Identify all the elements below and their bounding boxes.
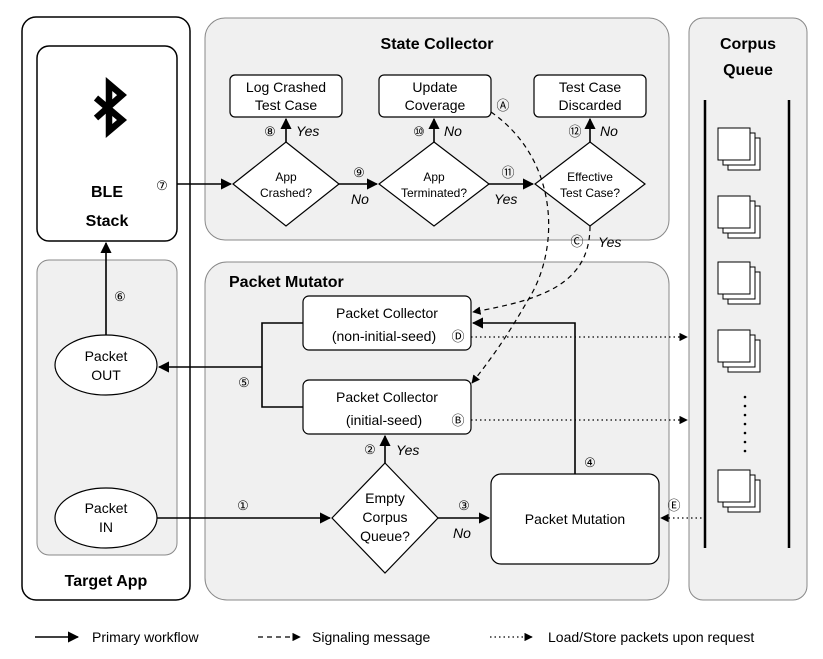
step-11: ⑪ — [501, 165, 514, 180]
packet-in-ellipse — [54, 487, 158, 549]
queue-packet-page — [717, 261, 751, 295]
queue-packet-stack — [717, 469, 761, 513]
legend-load-store-label: Load/Store packets upon request — [548, 629, 754, 645]
log-crashed-line1: Log Crashed — [246, 79, 326, 95]
primary-workflow-edges — [100, 117, 596, 524]
step-4: ④ — [584, 455, 596, 470]
empty-corpus-line1: Empty — [365, 490, 405, 506]
queue-packet-page — [717, 127, 751, 161]
ble-stack-label-line2: Stack — [86, 213, 129, 230]
update-coverage-line2: Coverage — [405, 97, 466, 113]
step-D: Ⓓ — [451, 329, 464, 344]
packet-collector-non-initial-line1: Packet Collector — [336, 305, 438, 321]
packet-collector-initial-line2: (initial-seed) — [346, 412, 422, 428]
legend-signaling-label: Signaling message — [312, 629, 431, 645]
label-C-yes: Yes — [598, 234, 621, 250]
queue-packet-stack — [717, 261, 761, 305]
corpus-queue-panel — [688, 17, 808, 601]
load-store-edges — [471, 332, 706, 523]
update-coverage-line1: Update — [412, 79, 457, 95]
queue-packet-stack — [717, 195, 761, 239]
step-7: ⑦ — [156, 178, 168, 193]
packet-out-ellipse — [54, 334, 158, 396]
test-case-discarded-box — [533, 74, 647, 118]
packet-mutator-title: Packet Mutator — [229, 274, 344, 291]
corpus-queue-title-line1: Corpus — [720, 36, 776, 53]
packet-out-line2: OUT — [91, 367, 121, 383]
step-9: ⑨ — [353, 165, 365, 180]
state-collector-title: State Collector — [381, 36, 494, 53]
label-3-no: No — [453, 525, 471, 541]
effective-test-case-line2: Test Case? — [560, 186, 620, 200]
edge-A-coverage-to-initial — [471, 111, 550, 384]
target-app-inner-panel — [36, 259, 178, 556]
edge-5-bracket — [159, 322, 303, 408]
queue-packet-page — [717, 329, 751, 363]
app-crashed-diamond — [232, 141, 340, 227]
step-5: ⑤ — [238, 375, 250, 390]
step-10: ⑩ — [413, 124, 425, 139]
log-crashed-box — [229, 74, 343, 118]
legend: Primary workflow Signaling message Load/… — [35, 629, 754, 645]
step-3: ③ — [458, 498, 470, 513]
label-9-no: No — [351, 191, 369, 207]
step-1: ① — [237, 498, 249, 513]
step-6: ⑥ — [114, 289, 126, 304]
app-terminated-diamond — [378, 141, 490, 227]
step-8: ⑧ — [264, 124, 276, 139]
app-crashed-line2: Crashed? — [260, 186, 312, 200]
step-B: Ⓑ — [451, 413, 464, 428]
label-8-yes: Yes — [296, 123, 319, 139]
queue-packet-stacks — [717, 127, 761, 513]
step-2: ② — [364, 442, 376, 457]
label-2-yes: Yes — [396, 442, 419, 458]
empty-corpus-diamond — [331, 462, 439, 574]
ble-stack-label-line1: BLE — [91, 184, 123, 201]
step-E: Ⓔ — [667, 498, 680, 513]
test-case-discarded-line2: Discarded — [558, 97, 621, 113]
app-crashed-line1: App — [275, 170, 297, 184]
step-C: Ⓒ — [570, 234, 583, 249]
step-12: ⑫ — [568, 124, 581, 139]
legend-primary-label: Primary workflow — [92, 629, 199, 645]
label-12-no: No — [600, 123, 618, 139]
signaling-edges — [471, 111, 591, 384]
corpus-queue-title-line2: Queue — [723, 62, 773, 79]
packet-collector-non-initial-line2: (non-initial-seed) — [332, 328, 436, 344]
packet-out-line1: Packet — [85, 348, 128, 364]
bluetooth-icon — [93, 76, 128, 139]
step-A: Ⓐ — [496, 98, 509, 113]
edge-4-mutation-to-collector — [471, 317, 576, 474]
log-crashed-line2: Test Case — [255, 97, 317, 113]
edge-C-effective-to-noninitial — [472, 225, 591, 315]
queue-ellipsis-dots — [743, 395, 747, 453]
label-11-yes: Yes — [494, 191, 517, 207]
test-case-discarded-line1: Test Case — [559, 79, 621, 95]
packet-in-line1: Packet — [85, 500, 128, 516]
packet-collector-initial-line1: Packet Collector — [336, 389, 438, 405]
empty-corpus-line3: Queue? — [360, 528, 410, 544]
effective-test-case-line1: Effective — [567, 170, 613, 184]
queue-packet-stack — [717, 329, 761, 373]
app-terminated-line1: App — [423, 170, 445, 184]
packet-mutation-label: Packet Mutation — [525, 511, 625, 527]
queue-packet-stack — [717, 127, 761, 171]
queue-packet-page — [717, 195, 751, 229]
ble-stack-box — [36, 45, 178, 242]
packet-in-line2: IN — [99, 519, 113, 535]
queue-packet-page — [717, 469, 751, 503]
app-terminated-line2: Terminated? — [401, 186, 467, 200]
update-coverage-box — [378, 74, 492, 118]
label-10-no: No — [444, 123, 462, 139]
target-app-title: Target App — [65, 573, 148, 590]
empty-corpus-line2: Corpus — [362, 509, 407, 525]
